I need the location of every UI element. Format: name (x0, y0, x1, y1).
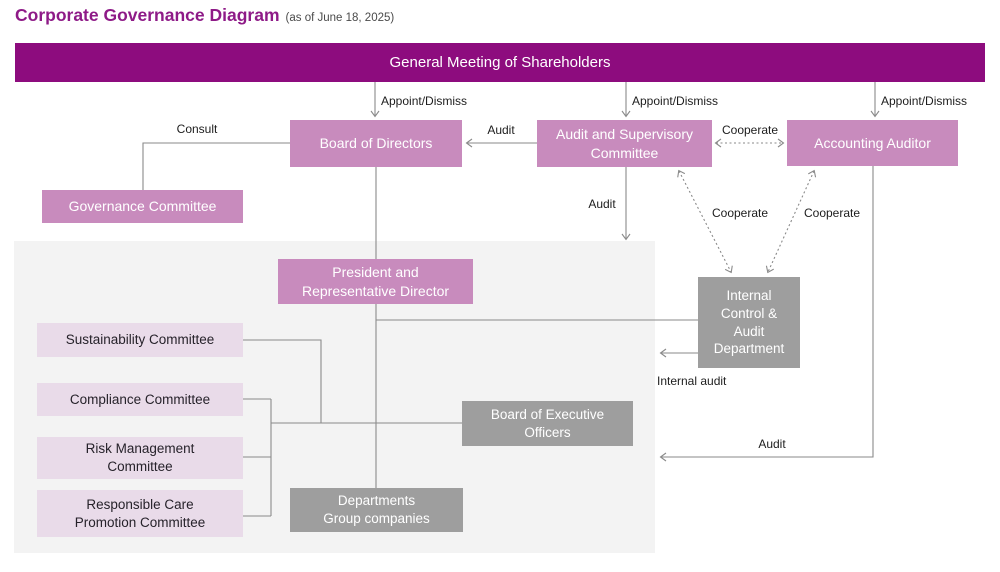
edge-consult (142, 142, 290, 190)
page-title: Corporate Governance Diagram (as of June … (15, 5, 394, 26)
edge-label-audit-down: Audit (588, 197, 616, 211)
node-general-meeting-of-shareholders: General Meeting of Shareholders (15, 43, 985, 82)
node-governance-committee: Governance Committee (42, 190, 243, 223)
edge-label-appoint-dismiss-board: Appoint/Dismiss (381, 94, 468, 108)
edge-label-consult: Consult (176, 122, 218, 136)
node-president-and-representative-director: President and Representative Director (278, 259, 473, 304)
page-title-text: Corporate Governance Diagram (15, 5, 280, 25)
node-departments-group-companies: Departments Group companies (290, 488, 463, 532)
edge-label-internal-audit: Internal audit (657, 374, 727, 388)
node-board-of-directors: Board of Directors (290, 120, 462, 167)
edge-cooperate-right-diagonal (765, 169, 817, 274)
edge-label-appoint-dismiss-audit-committee: Appoint/Dismiss (632, 94, 719, 108)
edge-label-appoint-dismiss-accounting-auditor: Appoint/Dismiss (881, 94, 968, 108)
node-sustainability-committee: Sustainability Committee (37, 323, 243, 357)
edge-cooperate-left-diagonal (677, 169, 733, 274)
edge-sustainability-connector (243, 339, 322, 423)
node-compliance-committee: Compliance Committee (37, 383, 243, 416)
edge-label-cooperate-left: Cooperate (711, 206, 769, 220)
edge-auditor-audit (659, 166, 874, 462)
edge-label-cooperate-right: Cooperate (803, 206, 861, 220)
node-internal-control-audit-department: Internal Control & Audit Department (698, 277, 800, 368)
node-risk-management-committee: Risk Management Committee (37, 437, 243, 479)
edge-label-audit-bottom: Audit (758, 437, 786, 451)
node-responsible-care-promotion-committee: Responsible Care Promotion Committee (37, 490, 243, 537)
page-title-date-note: (as of June 18, 2025) (285, 12, 395, 24)
edge-label-audit-to-board: Audit (487, 123, 515, 137)
node-audit-and-supervisory-committee: Audit and Supervisory Committee (537, 120, 712, 167)
node-accounting-auditor: Accounting Auditor (787, 120, 958, 166)
edge-label-cooperate-horizontal: Cooperate (721, 123, 779, 137)
node-board-of-executive-officers: Board of Executive Officers (462, 401, 633, 446)
